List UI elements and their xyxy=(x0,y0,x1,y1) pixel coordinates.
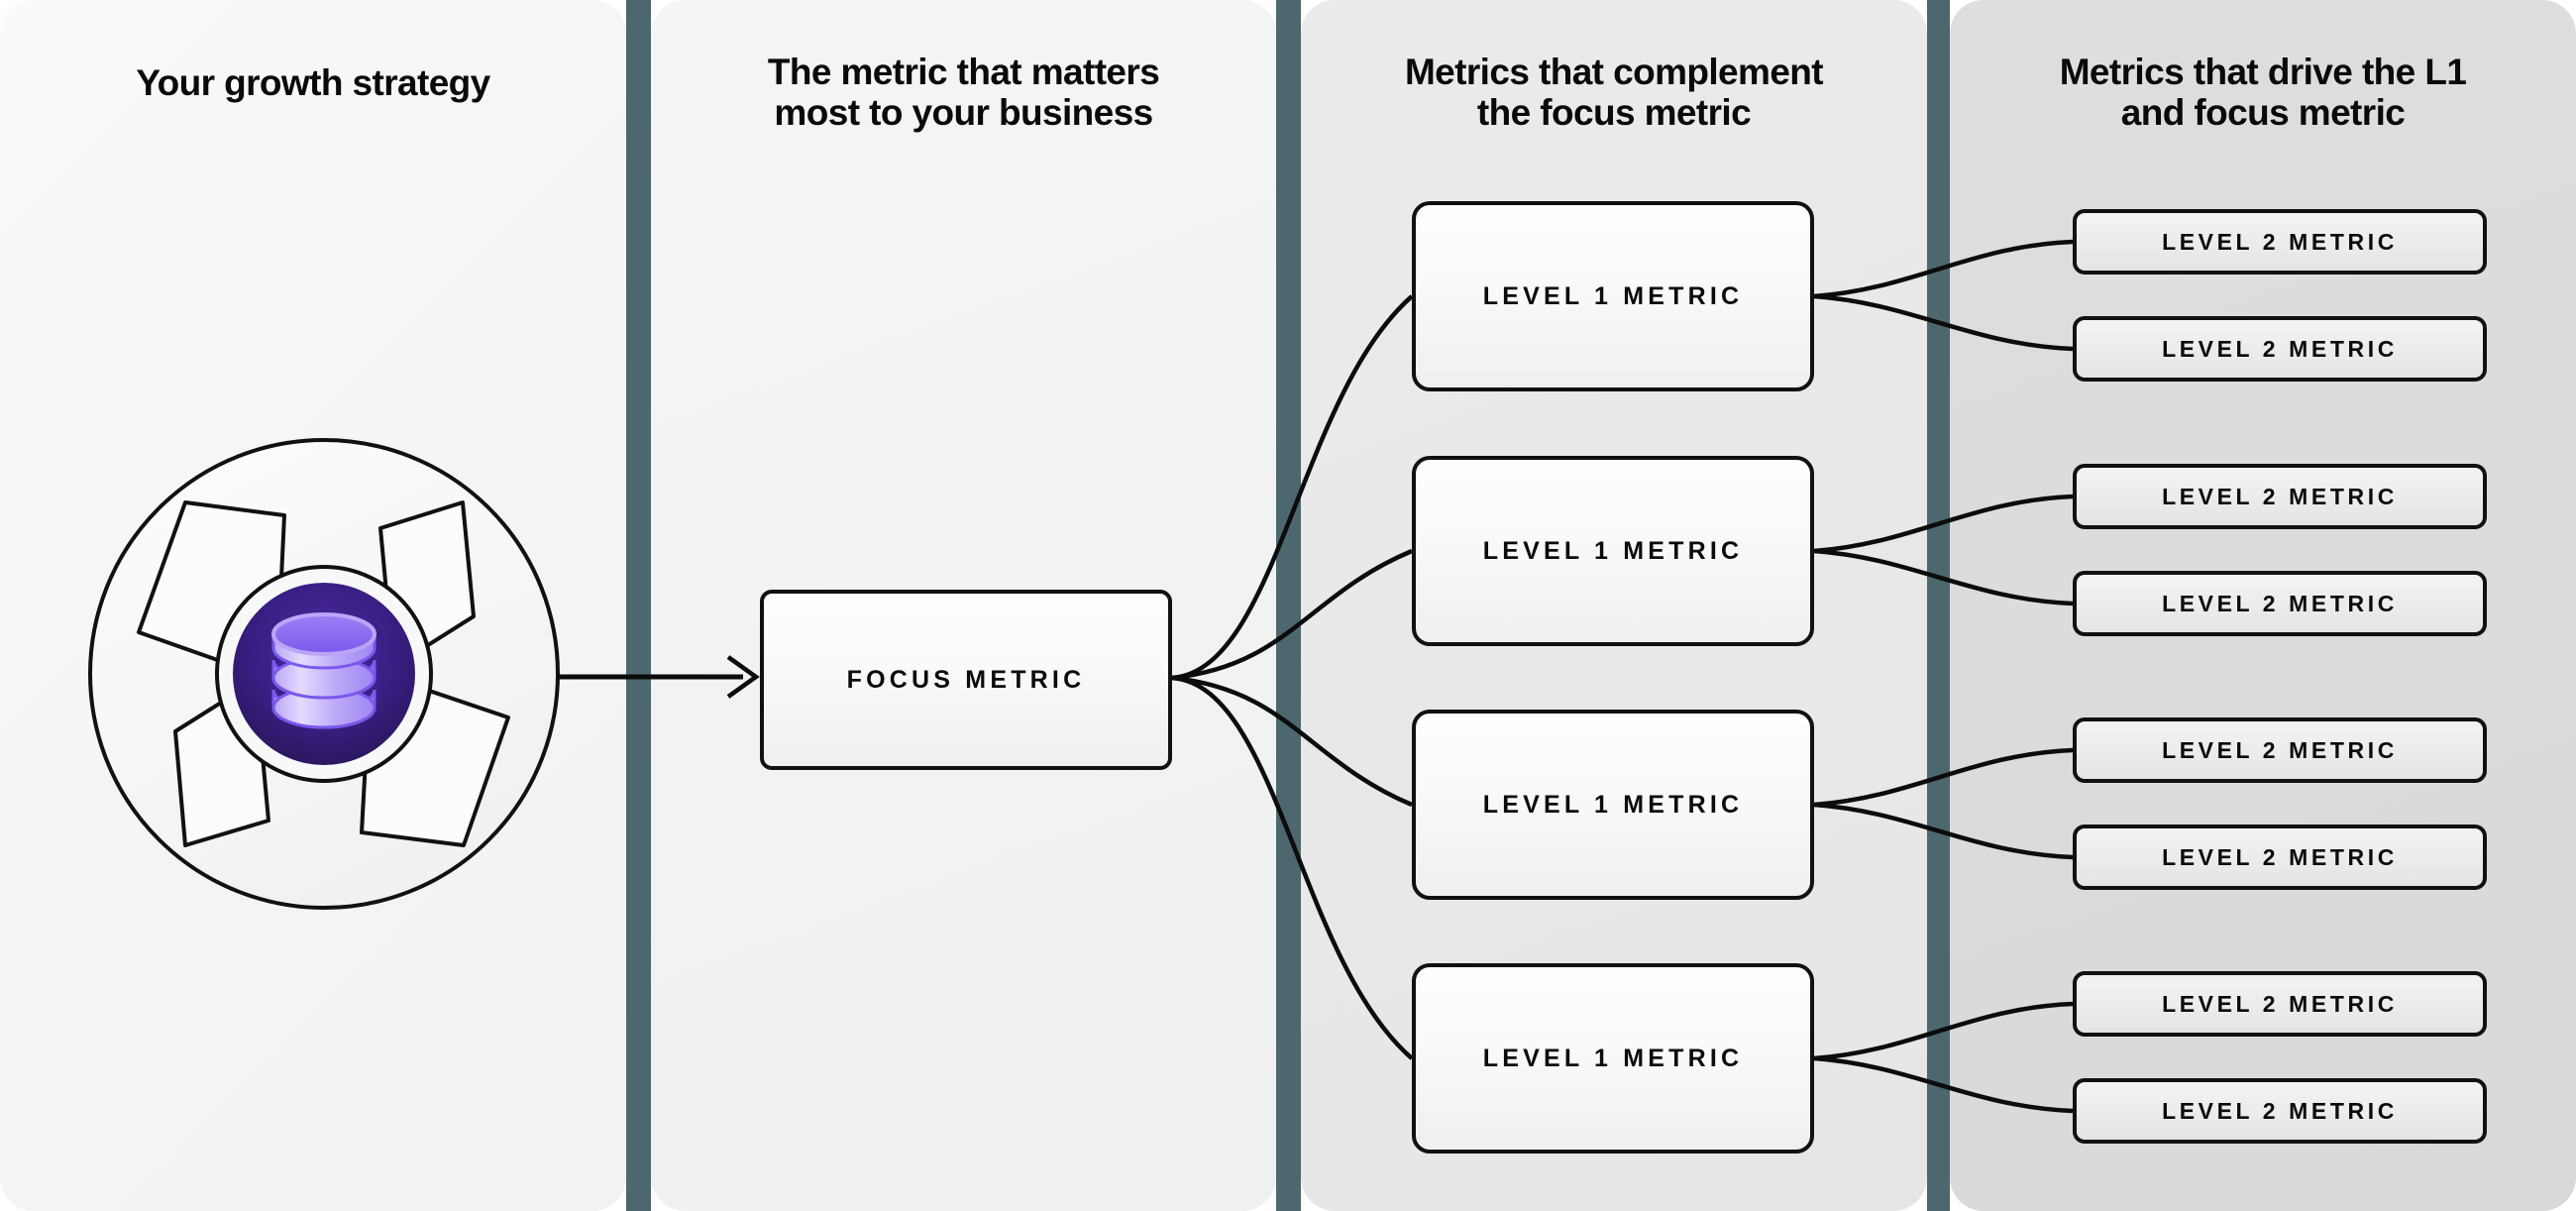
node-level1-metric-2[interactable]: LEVEL 1 METRIC xyxy=(1412,456,1814,646)
node-level2-metric-4[interactable]: LEVEL 2 METRIC xyxy=(2073,571,2487,636)
node-level2-metric-6[interactable]: LEVEL 2 METRIC xyxy=(2073,825,2487,890)
node-focus-metric[interactable]: FOCUS METRIC xyxy=(760,590,1172,770)
column-divider-3 xyxy=(1927,0,1950,1211)
pinwheel-circle-icon xyxy=(88,438,560,910)
node-level1-metric-4[interactable]: LEVEL 1 METRIC xyxy=(1412,963,1814,1154)
growth-strategy-emblem xyxy=(87,437,561,911)
node-level2-metric-1[interactable]: LEVEL 2 METRIC xyxy=(2073,209,2487,275)
column-divider-2 xyxy=(1276,0,1301,1211)
node-level1-metric-1[interactable]: LEVEL 1 METRIC xyxy=(1412,201,1814,391)
database-icon xyxy=(271,612,376,729)
column-heading-strategy: Your growth strategy xyxy=(136,62,490,103)
node-level2-metric-3[interactable]: LEVEL 2 METRIC xyxy=(2073,464,2487,529)
node-level2-metric-2[interactable]: LEVEL 2 METRIC xyxy=(2073,316,2487,382)
node-level2-metric-7[interactable]: LEVEL 2 METRIC xyxy=(2073,971,2487,1037)
column-divider-1 xyxy=(626,0,651,1211)
node-level1-metric-3[interactable]: LEVEL 1 METRIC xyxy=(1412,710,1814,900)
node-level2-metric-5[interactable]: LEVEL 2 METRIC xyxy=(2073,717,2487,783)
node-level2-metric-8[interactable]: LEVEL 2 METRIC xyxy=(2073,1078,2487,1144)
